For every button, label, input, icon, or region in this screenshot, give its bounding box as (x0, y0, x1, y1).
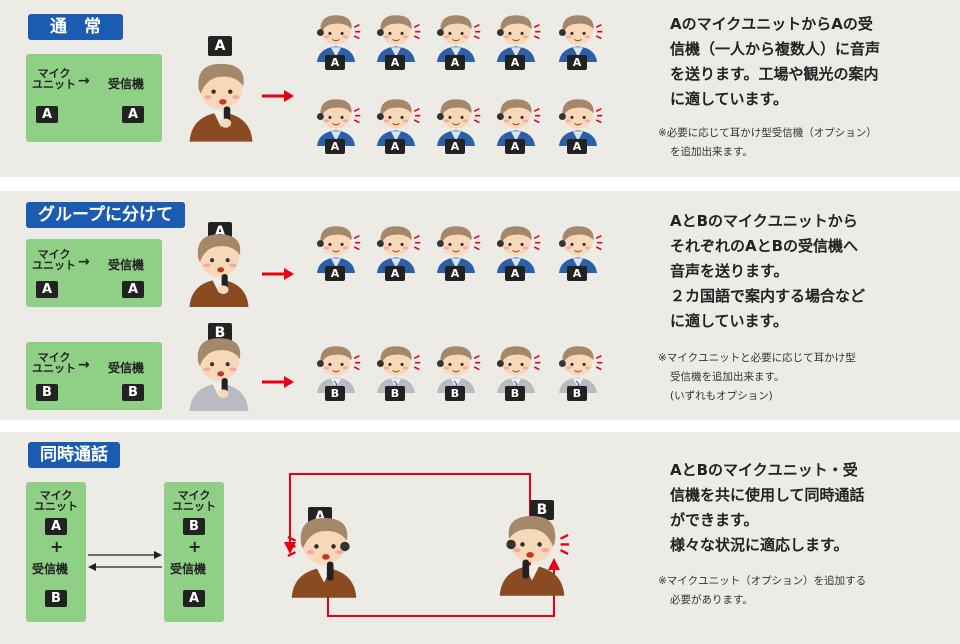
listener-badge: A (385, 55, 405, 70)
section-title-duplex: 同時通話 (28, 442, 120, 468)
arrow-mic-to-receiver: → (78, 73, 90, 89)
listener-badge: A (567, 55, 587, 70)
duplex-person-b-icon (494, 510, 570, 596)
plus-sign: + (188, 537, 202, 556)
receiver-label: 受信機 (170, 562, 207, 576)
mic-badge-a: A (45, 518, 67, 535)
listener: B (490, 341, 550, 403)
listener: A (490, 94, 550, 156)
duplex-unit-a: マイク ユニット A + 受信機 B (26, 482, 86, 622)
listener-badge: B (325, 386, 345, 401)
listener-badge: A (385, 266, 405, 281)
mic-badge-b: B (183, 518, 205, 535)
listener-badge: B (445, 386, 465, 401)
speaker-badge-a: A (208, 36, 232, 56)
mic-receiver-box-b: マイク ユニット → 受信機 B B (26, 342, 162, 410)
listener: A (552, 10, 612, 72)
listener-badge: B (505, 386, 525, 401)
listener: A (490, 10, 550, 72)
receiver-badge-a: A (183, 590, 205, 607)
listener: A (370, 94, 430, 156)
listener: B (430, 341, 490, 403)
red-arrow-icon (262, 268, 294, 280)
listener: A (552, 221, 612, 283)
receiver-badge-b: B (122, 384, 144, 401)
mic-unit-label: マイク ユニット (34, 489, 78, 513)
duplex-unit-b: マイク ユニット B + 受信機 A (164, 482, 224, 622)
receiver-label: 受信機 (108, 361, 145, 375)
bidirectional-arrows-icon (88, 551, 162, 571)
listener-badge: B (567, 386, 587, 401)
note-duplex: ※マイクユニット（オプション）を追加する 必要があります。 (658, 575, 867, 606)
listener-badge: A (445, 139, 465, 154)
listener-badge: A (505, 139, 525, 154)
duplex-person-a-icon (286, 512, 362, 598)
red-arrow-icon (262, 376, 294, 388)
listener-badge: A (325, 266, 345, 281)
listener: A (310, 10, 370, 72)
listener-badge: A (567, 266, 587, 281)
listener: B (370, 341, 430, 403)
listener: A (430, 94, 490, 156)
speaker-badge-b: B (208, 323, 232, 343)
listener: A (370, 10, 430, 72)
listener-badge: A (505, 266, 525, 281)
section-title-group: グループに分けて (26, 202, 185, 228)
receiver-badge-a: A (122, 281, 144, 298)
panel-normal: 通 常 マイク ユニット → 受信機 A A A A A A A A A A A A A Aのマイ… (0, 0, 960, 177)
receiver-label: 受信機 (32, 562, 69, 576)
speaker-b-icon (184, 333, 254, 411)
listener: A (552, 94, 612, 156)
listener-badge: A (445, 266, 465, 281)
listener: A (490, 221, 550, 283)
receiver-label: 受信機 (108, 258, 145, 272)
mic-badge-a: A (36, 106, 58, 123)
speaker-a-icon (184, 58, 258, 142)
arrow-mic-to-receiver: → (78, 357, 90, 373)
listener-badge: A (385, 139, 405, 154)
listener-badge: A (505, 55, 525, 70)
red-arrow-icon (262, 90, 294, 102)
mic-unit-label: マイク ユニット (32, 67, 76, 91)
listener-badge: A (567, 139, 587, 154)
mic-unit-label: マイク ユニット (32, 248, 76, 272)
mic-receiver-box-a: マイク ユニット → 受信機 A A (26, 54, 162, 142)
section-title-normal: 通 常 (28, 14, 123, 40)
note-normal: ※必要に応じて耳かけ型受信機（オプション） を追加出来ます。 (658, 127, 877, 158)
listener: A (430, 221, 490, 283)
mic-badge-a: A (36, 281, 58, 298)
receiver-badge-b: B (45, 590, 67, 607)
person-badge-b: B (530, 500, 554, 520)
description-duplex: AとBのマイクユニット・受 信機を共に使用して同時通話 ができます。 様々な状況… (670, 461, 865, 554)
listener-badge: A (325, 55, 345, 70)
description-group: AとBのマイクユニットから それぞれのAとBの受信機へ 音声を送ります。 ２カ国… (670, 212, 866, 330)
listener-badge: B (385, 386, 405, 401)
listener: A (310, 221, 370, 283)
mic-unit-label: マイク ユニット (32, 351, 76, 375)
listener: B (552, 341, 612, 403)
listener-badge: A (445, 55, 465, 70)
note-group: ※マイクユニットと必要に応じて耳かけ型 受信機を追加出来ます。 (いずれもオプシ… (658, 352, 856, 402)
description-normal: AのマイクユニットからAの受 信機（一人から複数人）に音声 を送ります。工場や観… (670, 15, 881, 108)
listener: A (370, 221, 430, 283)
receiver-label: 受信機 (108, 77, 145, 91)
receiver-badge-a: A (122, 106, 144, 123)
speaker-a-icon (184, 229, 254, 307)
listener-badge: A (325, 139, 345, 154)
mic-receiver-box-a: マイク ユニット → 受信機 A A (26, 239, 162, 307)
listener: A (310, 94, 370, 156)
arrow-mic-to-receiver: → (78, 254, 90, 270)
plus-sign: + (50, 537, 64, 556)
listener: A (430, 10, 490, 72)
mic-badge-b: B (36, 384, 58, 401)
panel-group: グループに分けて マイク ユニット → 受信機 A A マイク ユニット → 受… (0, 191, 960, 420)
panel-duplex: 同時通話 マイク ユニット A + 受信機 B マイク ユニット B + 受信機… (0, 432, 960, 644)
listener: B (310, 341, 370, 403)
mic-unit-label: マイク ユニット (172, 489, 216, 513)
